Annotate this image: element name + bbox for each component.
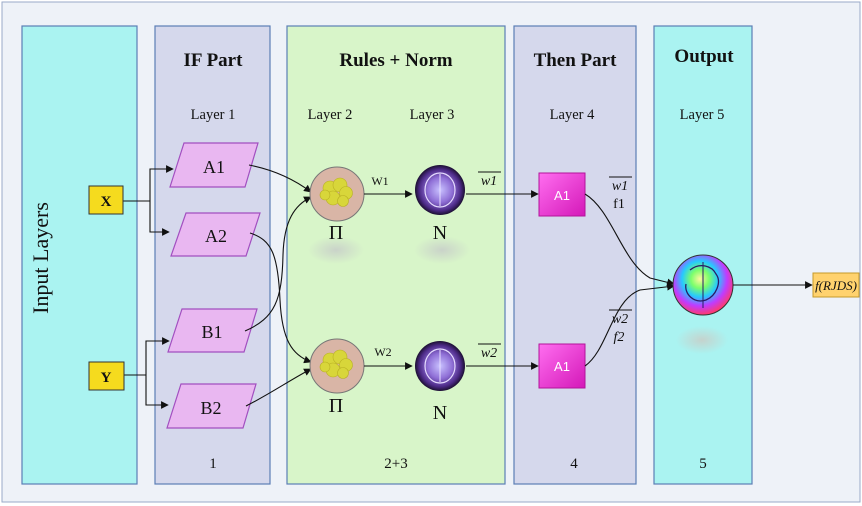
then-node-bottom-label: A1 xyxy=(554,359,570,374)
input-y-box xyxy=(88,361,125,391)
layer5-label: Layer 5 xyxy=(680,107,725,123)
pi-symbol-bottom: Π xyxy=(329,395,343,417)
membership-to-rule-connectors xyxy=(244,164,312,407)
input-y-connectors xyxy=(124,337,170,409)
norm-weight-w1-label: w1 xyxy=(481,174,497,189)
input-x-box xyxy=(88,185,124,215)
input-x-connectors xyxy=(123,165,174,236)
output-node xyxy=(672,254,734,316)
norm-symbol-top: N xyxy=(433,222,447,244)
then-f1-label: f1 xyxy=(613,197,625,212)
membership-a1 xyxy=(169,142,259,188)
layer1-label: Layer 1 xyxy=(191,107,236,123)
norm-symbol-bottom: N xyxy=(433,402,447,424)
then-f2-label: f2 xyxy=(614,330,625,345)
membership-b2 xyxy=(166,383,257,429)
input-x-label: X xyxy=(101,194,112,210)
input-layers-panel xyxy=(21,25,138,485)
rule-to-norm-connectors xyxy=(364,190,413,370)
membership-b2-label: B2 xyxy=(200,398,221,418)
then-part-title: Then Part xyxy=(534,50,618,71)
then-node-bottom xyxy=(538,343,586,389)
layers23-number: 2+3 xyxy=(384,456,407,472)
input-layers-label: Input Layers xyxy=(28,202,53,314)
norm-to-then-connectors xyxy=(466,190,539,370)
layer4-number: 4 xyxy=(570,456,578,472)
rules-norm-title: Rules + Norm xyxy=(339,50,452,71)
then-node-top xyxy=(538,172,586,217)
then-node-top-label: A1 xyxy=(554,188,570,203)
brain-icon xyxy=(319,177,353,207)
if-part-title: IF Part xyxy=(184,50,244,71)
input-y-label: Y xyxy=(101,370,112,386)
output-function-label: f(RJDS) xyxy=(815,278,857,293)
rule-node-top xyxy=(309,166,365,222)
brain-icon xyxy=(319,349,353,379)
norm-weight-w2-label: w2 xyxy=(481,346,497,361)
layer1-number: 1 xyxy=(209,456,217,472)
output-title: Output xyxy=(674,46,734,67)
norm-node-top xyxy=(415,165,465,215)
then-part-panel xyxy=(513,25,637,485)
output-function-box xyxy=(812,272,860,298)
membership-a2 xyxy=(170,212,261,257)
weight-w1-label: W1 xyxy=(371,174,388,188)
layer4-label: Layer 4 xyxy=(550,107,595,123)
rule-node-bottom xyxy=(309,338,365,394)
membership-a2-label: A2 xyxy=(205,226,227,246)
layer3-label: Layer 3 xyxy=(410,107,455,123)
brain-icon xyxy=(685,264,720,302)
brain-icon xyxy=(424,348,456,384)
membership-a1-label: A1 xyxy=(203,157,225,177)
glow-shadow xyxy=(414,236,470,264)
layer2-label: Layer 2 xyxy=(308,107,353,123)
membership-b1-label: B1 xyxy=(201,322,222,342)
glow-shadow xyxy=(676,326,728,354)
layer5-number: 5 xyxy=(699,456,707,472)
brain-icon xyxy=(424,172,456,208)
glow-shadow xyxy=(308,236,364,264)
then-w1-label: w1 xyxy=(612,179,628,194)
membership-b1 xyxy=(167,308,258,353)
then-to-output-connectors xyxy=(584,193,675,367)
weight-w2-label: W2 xyxy=(374,345,391,359)
norm-node-bottom xyxy=(415,341,465,391)
pi-symbol-top: Π xyxy=(329,222,343,244)
